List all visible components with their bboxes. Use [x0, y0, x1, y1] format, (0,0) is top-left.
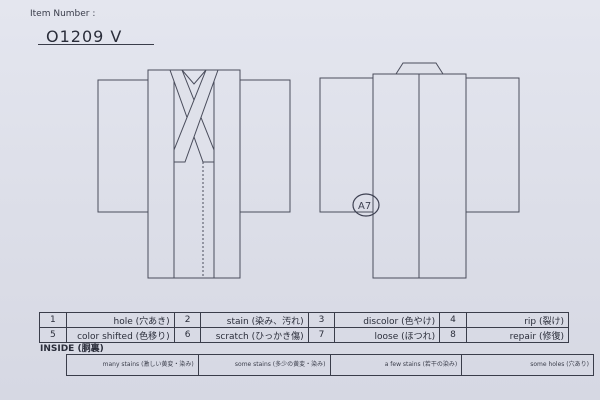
front-body [147, 69, 241, 279]
defect-num: 3 [307, 312, 336, 328]
item-number-value: O1209 V [46, 27, 123, 46]
inside-cell: some holes (穴あり) [462, 355, 593, 375]
inside-cell-label: a few stains (若干の染み) [384, 361, 458, 368]
inside-cell-label: some stains (多少の黄変・染み) [234, 361, 326, 368]
defect-label: rip (裂け) [465, 312, 570, 328]
item-number-underline [38, 44, 154, 45]
kimono-front [97, 69, 291, 279]
back-left-sleeve [319, 77, 374, 213]
inside-cell: many stains (激しい黄変・染み) [67, 355, 199, 375]
defect-label: color shifted (色移り) [65, 327, 175, 343]
defect-label: scratch (ひっかき傷) [200, 327, 309, 343]
defect-num: 7 [307, 327, 336, 343]
front-collar-right [173, 69, 219, 163]
back-collar [395, 62, 444, 75]
defect-label: loose (ほつれ) [334, 327, 441, 343]
item-number-label: Item Number : [30, 9, 96, 19]
defect-num: 6 [173, 327, 202, 343]
defect-label: repair (修復) [465, 327, 570, 343]
defect-mark-text: A7 [358, 201, 371, 212]
front-left-sleeve [97, 79, 149, 213]
inside-cell: a few stains (若干の染み) [331, 355, 463, 375]
inside-title: INSIDE (胴裏) [40, 344, 104, 354]
defect-label: stain (染み、汚れ) [200, 312, 309, 328]
kimono-diagram: A7 [97, 62, 520, 279]
front-right-sleeve [239, 79, 291, 213]
defect-legend-table: 1 hole (穴あき) 2 stain (染み、汚れ) 3 discolor … [39, 312, 570, 343]
defect-row: 1 hole (穴あき) 2 stain (染み、汚れ) 3 discolor … [39, 312, 570, 328]
defect-label: discolor (色やけ) [334, 312, 441, 328]
defect-num: 2 [173, 312, 202, 328]
inside-condition-row: many stains (激しい黄変・染み) some stains (多少の黄… [66, 354, 594, 376]
inside-cell-label: some holes (穴あり) [530, 361, 589, 368]
inside-cell: some stains (多少の黄変・染み) [199, 355, 331, 375]
back-right-sleeve [465, 77, 520, 213]
defect-num: 4 [439, 312, 467, 328]
defect-mark-circle [352, 193, 380, 217]
kimono-back [319, 62, 520, 279]
defect-label: hole (穴あき) [65, 312, 175, 328]
defect-row: 5 color shifted (色移り) 6 scratch (ひっかき傷) … [39, 327, 570, 343]
inside-cell-label: many stains (激しい黄変・染み) [102, 361, 194, 368]
defect-num: 1 [39, 312, 67, 328]
defect-num: 8 [439, 327, 467, 343]
